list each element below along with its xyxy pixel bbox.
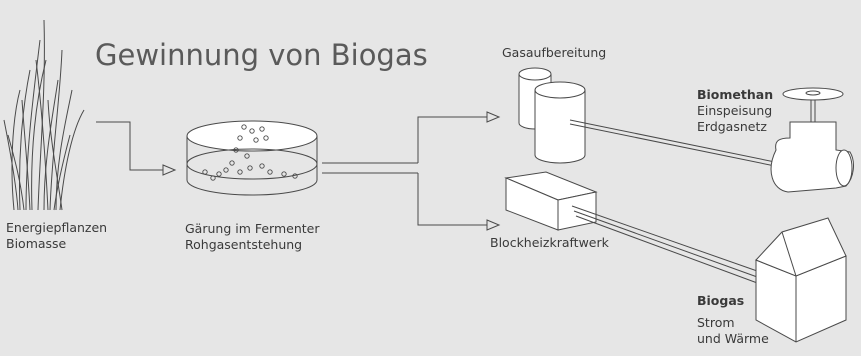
label-biogas-line2: und Wärme: [697, 331, 769, 346]
label-biogas: Biogas Strom und Wärme: [697, 293, 769, 347]
label-biomethan: Biomethan Einspeisung Erdgasnetz: [697, 87, 773, 135]
gas-treatment-icon: [518, 67, 586, 164]
label-biomethan-line1: Einspeisung: [697, 103, 773, 118]
label-fermenter-line2: Rohgasentstehung: [185, 237, 303, 252]
label-fermenter-line1: Gärung im Fermenter: [185, 221, 320, 236]
energy-plants-icon: [3, 19, 85, 211]
label-biogas-line1: Strom: [697, 315, 735, 330]
label-energy-plants-line1: Energiepflanzen: [6, 220, 108, 235]
power-lines-to-house: [571, 205, 761, 285]
diagram-title: Gewinnung von Biogas: [95, 38, 428, 72]
label-biomethan-line2: Erdgasnetz: [697, 119, 767, 134]
house-icon: [755, 217, 847, 343]
arrow-plants-to-fermenter: [96, 121, 177, 176]
label-fermenter: Gärung im Fermenter Rohgasentstehung: [185, 221, 320, 253]
fermenter-icon: [186, 120, 318, 196]
label-biogas-title: Biogas: [697, 293, 745, 308]
chp-plant-icon: [504, 171, 598, 231]
arrow-fermenter-split: [322, 111, 501, 231]
label-energy-plants-line2: Biomasse: [6, 236, 67, 251]
label-chp: Blockheizkraftwerk: [490, 235, 609, 250]
label-gas-treatment: Gasaufbereitung: [502, 45, 607, 60]
label-biomethan-title: Biomethan: [697, 87, 774, 102]
pipe-to-gas-network: [569, 119, 776, 163]
label-energy-plants: Energiepflanzen Biomasse: [6, 220, 107, 252]
gas-network-icon: [770, 87, 854, 193]
